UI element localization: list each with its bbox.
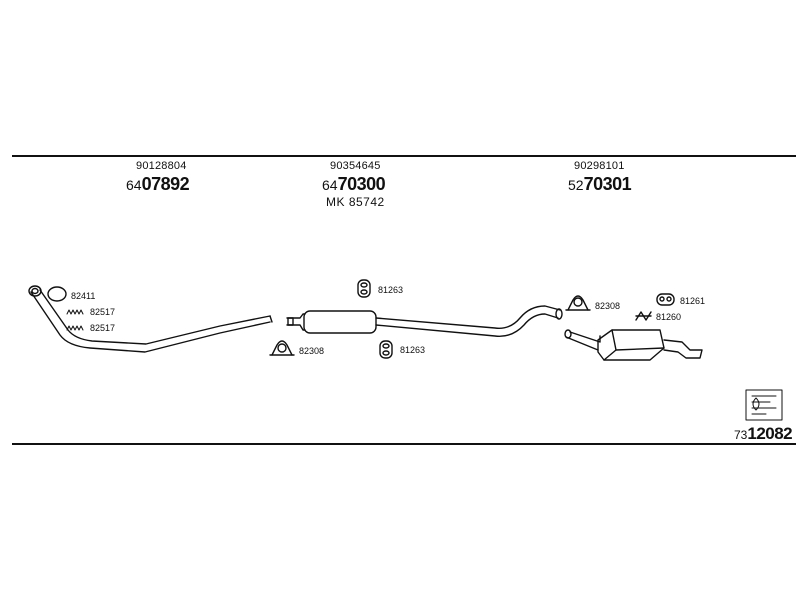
middle-silencer-part-prefix: 64 (322, 177, 338, 193)
front-pipe-part-number: 6407892 (126, 174, 190, 195)
front-pipe-drawing (28, 285, 273, 353)
front-pipe-oe-number: 90128804 (136, 160, 187, 172)
rear-silencer-part-prefix: 52 (568, 177, 584, 193)
rear-hanger-1-label: 81261 (680, 296, 706, 306)
mid-hanger-bottom (379, 340, 393, 359)
mid-hanger-bottom-label: 81263 (400, 345, 426, 355)
kit-part-prefix: 73 (734, 428, 748, 442)
bottom-rule (12, 443, 796, 445)
front-pipe-part-main: 07892 (141, 174, 190, 194)
rear-hanger-2-label: 81260 (656, 312, 682, 322)
middle-silencer-mounting-kit: MK 85742 (326, 195, 385, 209)
rear-silencer-drawing (564, 329, 703, 361)
front-ring-label: 82411 (71, 291, 96, 301)
top-rule (12, 155, 796, 157)
rear-silencer-part-number: 5270301 (568, 174, 632, 195)
mid-clamp-label: 82308 (299, 346, 325, 356)
kit-part-number: 7312082 (734, 424, 793, 444)
rear-clamp-label: 82308 (595, 301, 621, 311)
rear-clamp (565, 295, 591, 311)
front-pipe-part-prefix: 64 (126, 177, 142, 193)
front-ring-gasket (47, 286, 67, 302)
mid-hanger-top (357, 279, 371, 298)
middle-silencer-part-number: 6470300 (322, 174, 386, 195)
front-bolt-label-2: 82517 (90, 323, 116, 333)
middle-silencer-drawing (286, 305, 563, 337)
rear-hanger-2 (635, 311, 652, 321)
rear-hanger-1 (656, 293, 675, 306)
rear-silencer-part-main: 70301 (583, 174, 632, 194)
front-bolt-springs (66, 309, 84, 331)
manual-book-icon (745, 389, 783, 421)
mid-hanger-top-label: 81263 (378, 285, 404, 295)
rear-silencer-oe-number: 90298101 (574, 160, 625, 172)
mid-clamp (269, 340, 295, 356)
middle-silencer-part-main: 70300 (337, 174, 386, 194)
middle-silencer-oe-number: 90354645 (330, 160, 381, 172)
kit-part-main: 12082 (747, 424, 793, 443)
front-bolt-label-1: 82517 (90, 307, 116, 317)
